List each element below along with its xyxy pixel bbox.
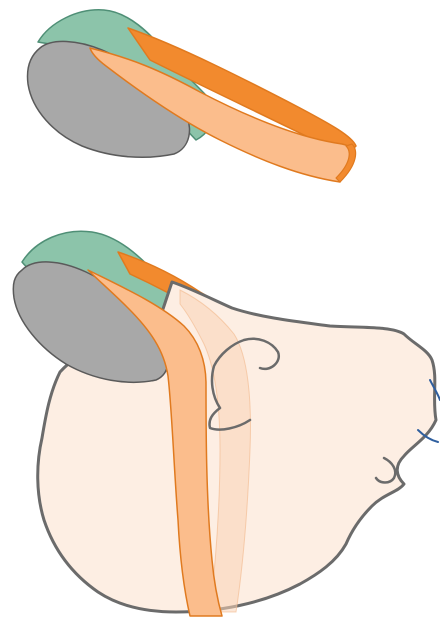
- bottom-panel: [13, 231, 440, 616]
- top-panel: [28, 10, 357, 182]
